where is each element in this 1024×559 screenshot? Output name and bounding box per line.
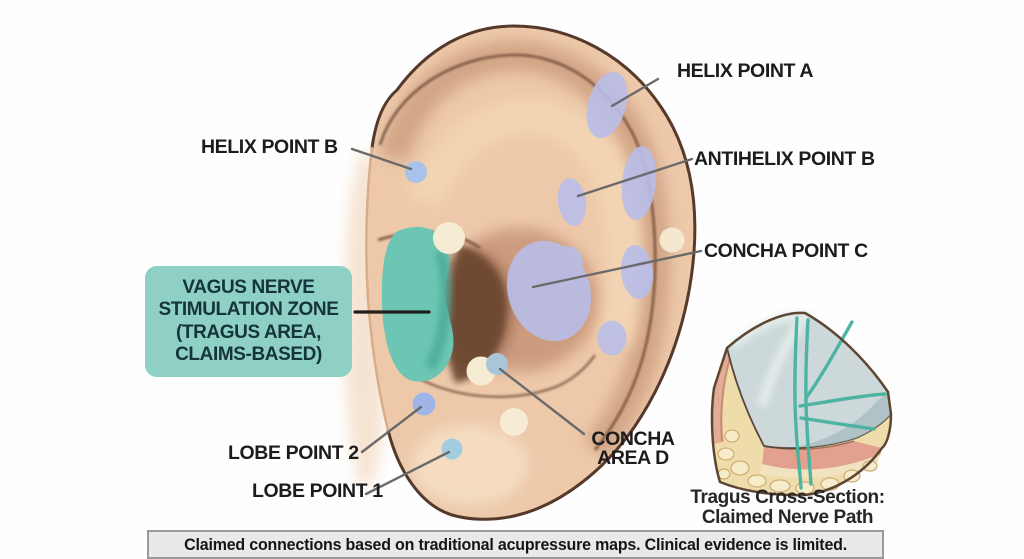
tragus-cross-section-illustration [710,310,893,497]
antitragus-fold [417,354,597,399]
leader-lines [350,77,703,496]
label-helix-point-a: HELIX POINT A [677,60,814,82]
cross-section-cream-band [760,454,880,478]
lobe-point-2-leader-line [360,405,423,454]
disclaimer-bar: Claimed connections based on traditional… [147,530,884,559]
disclaimer-text: Claimed connections based on traditional… [184,534,847,554]
label-concha-point-c: CONCHA POINT C [704,240,868,262]
cream-dot-1 [433,222,465,254]
lobe-point-1-leader-line [364,450,451,496]
helix-point-a-leader-line [610,77,660,108]
cross-section-cartilage-shade [794,392,891,448]
ear-canal [446,245,507,383]
ear-left-edge [365,146,390,432]
vagus-box-line1: VAGUS NERVE [182,276,315,298]
vagus-box-line4: CLAIMS-BASED) [175,344,322,365]
helix-zone-2-marker [621,146,657,220]
cross-section-outline [710,311,893,497]
inset-caption-line1: Tragus Cross-Section: [690,487,885,508]
concha-zone-c-marker [506,240,592,342]
inset-caption-line2: Claimed Nerve Path [701,506,874,528]
helix-zone-a-marker [586,71,628,139]
lobe-highlight [412,425,528,505]
antihelix-point-b-leader-line [576,157,694,198]
helix-zone-4-marker [597,320,627,356]
vagus-box-line2: STIMULATION ZONE [158,299,339,320]
label-concha-area-d-line1: CONCHA [591,428,675,450]
concha-point-c-leader-line [531,249,703,289]
cream-dot-3 [500,408,528,436]
tragus-stimulation-zone [381,226,454,382]
claimed-nerve-paths [793,316,887,490]
label-lobe-point-2: LOBE POINT 2 [228,442,359,464]
lavender-acupoint-zones [506,71,657,356]
cream-dot-4 [659,227,685,253]
antihelix-zone-b-marker [557,178,587,226]
ear-illustration [344,24,697,521]
vagus-box-line3: (TRAGUS AREA, [175,321,322,343]
label-lobe-point-1: LOBE POINT 1 [252,480,383,502]
helix-point-b-leader-line [350,147,413,171]
vagus-zone-callout-box: VAGUS NERVE STIMULATION ZONE (TRAGUS ARE… [145,266,352,377]
label-antihelix-point-b: ANTIHELIX POINT B [694,148,875,170]
label-helix-point-b: HELIX POINT B [201,136,338,158]
concha-area-d-leader-line [498,367,586,436]
helix-zone-3-marker [620,245,654,299]
label-concha-area-d: CONCHA AREA D [568,430,698,467]
helix-point-b-dot [405,161,427,183]
label-concha-area-d-line2: AREA D [597,446,669,469]
inset-caption: Tragus Cross-Section: Claimed Nerve Path [660,488,915,527]
lobe-point-1-dot [441,438,463,460]
